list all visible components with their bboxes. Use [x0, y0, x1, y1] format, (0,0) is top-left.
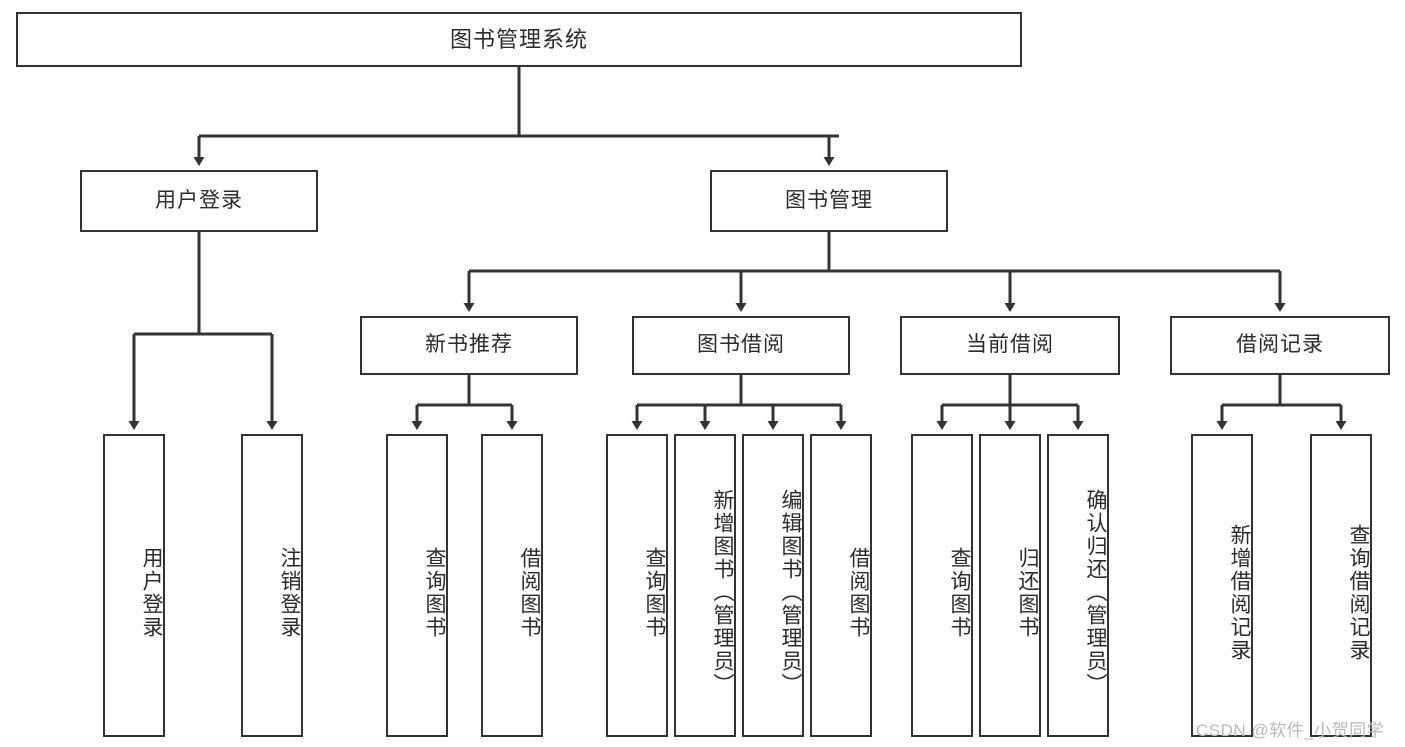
node-book-borrowing[interactable]: 图书借阅	[632, 316, 850, 375]
node-leaf-query-books-recommendation[interactable]: 查询图书	[386, 434, 448, 737]
node-book-management[interactable]: 图书管理	[710, 170, 948, 232]
node-new-book-recommendation[interactable]: 新书推荐	[360, 316, 578, 375]
node-root-book-management-system[interactable]: 图书管理系统	[16, 12, 1022, 67]
node-label: 图书管理	[785, 188, 873, 212]
node-label: 注销登录	[278, 546, 301, 639]
node-leaf-add-borrow-record[interactable]: 新增借阅记录	[1191, 434, 1253, 737]
node-label: 当前借阅	[966, 333, 1054, 357]
node-label: 确认归还（管理员）	[1084, 489, 1107, 696]
node-label: 新增图书（管理员）	[711, 489, 734, 696]
node-label: 图书借阅	[697, 333, 785, 357]
node-leaf-query-books-current[interactable]: 查询图书	[911, 434, 973, 737]
node-label: 编辑图书（管理员）	[779, 489, 802, 696]
node-user-login[interactable]: 用户登录	[80, 170, 318, 232]
node-borrowing-records[interactable]: 借阅记录	[1170, 316, 1390, 375]
node-label: 新增借阅记录	[1228, 523, 1251, 662]
node-label: 借阅记录	[1236, 333, 1324, 357]
node-label: 借阅图书	[518, 546, 541, 639]
node-label: 归还图书	[1016, 546, 1039, 639]
node-label: 查询图书	[643, 546, 666, 639]
node-leaf-logout[interactable]: 注销登录	[241, 434, 303, 737]
node-label: 图书管理系统	[449, 26, 588, 52]
node-label: 查询图书	[948, 546, 971, 639]
node-label: 查询图书	[423, 546, 446, 639]
node-leaf-edit-book-admin[interactable]: 编辑图书（管理员）	[742, 434, 804, 737]
csdn-watermark: CSDN @软件_小贺同学	[1196, 721, 1385, 740]
node-label: 新书推荐	[425, 333, 513, 357]
node-leaf-add-book-admin[interactable]: 新增图书（管理员）	[674, 434, 736, 737]
node-leaf-return-books[interactable]: 归还图书	[979, 434, 1041, 737]
node-leaf-borrow-books-recommendation[interactable]: 借阅图书	[481, 434, 543, 737]
node-current-borrowing[interactable]: 当前借阅	[900, 316, 1120, 375]
node-leaf-user-login[interactable]: 用户登录	[103, 434, 165, 737]
node-leaf-borrow-books-borrowing[interactable]: 借阅图书	[810, 434, 872, 737]
node-label: 用户登录	[140, 546, 163, 639]
node-label: 借阅图书	[847, 546, 870, 639]
node-label: 用户登录	[155, 188, 243, 212]
node-leaf-query-borrow-record[interactable]: 查询借阅记录	[1310, 434, 1372, 737]
node-leaf-confirm-return-admin[interactable]: 确认归还（管理员）	[1047, 434, 1109, 737]
node-label: 查询借阅记录	[1347, 523, 1370, 662]
node-leaf-query-books-borrowing[interactable]: 查询图书	[606, 434, 668, 737]
